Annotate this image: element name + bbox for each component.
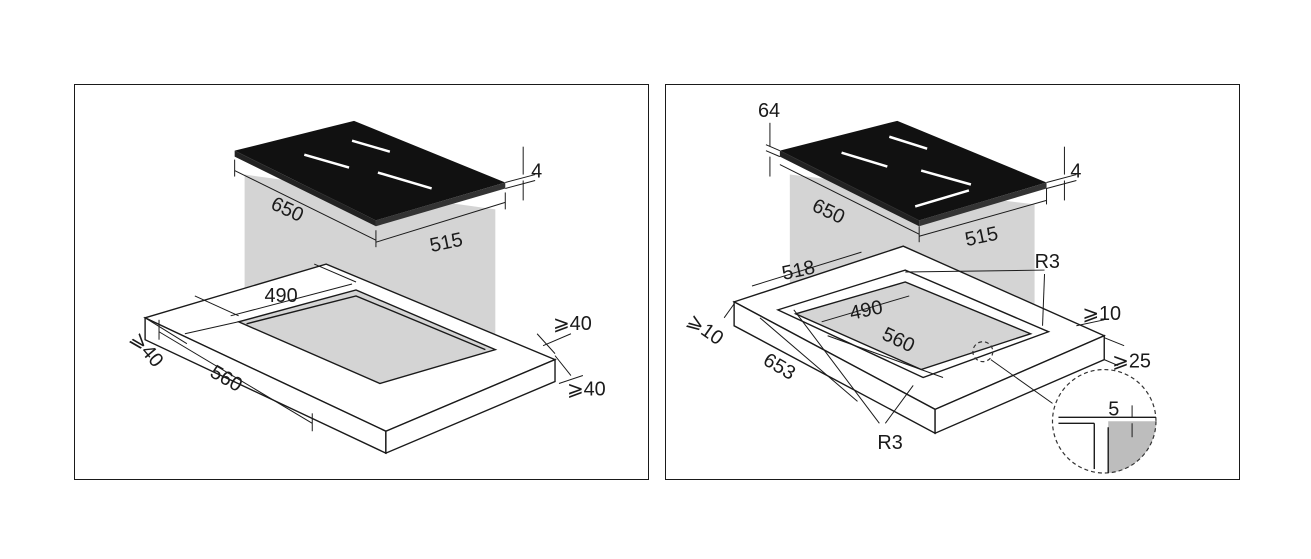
label-min-side: ⩾25 — [1112, 351, 1151, 373]
detail-marker — [972, 341, 994, 363]
cutout — [236, 289, 498, 385]
label-radius-top: R3 — [1035, 251, 1060, 273]
cutout — [793, 281, 1033, 371]
right-diagram-panel: 64 4 650 515 518 653 490 560 R3 R3 ⩾10 ⩾… — [665, 84, 1240, 480]
worktop-side — [385, 358, 556, 455]
hob-front-edge — [779, 150, 920, 227]
hob-front-edge — [234, 150, 376, 227]
label-detail-depth: 5 — [1108, 398, 1119, 420]
right-diagram: 64 4 650 515 518 653 490 560 R3 R3 ⩾10 ⩾… — [683, 100, 1157, 474]
label-min-back: ⩾10 — [1082, 303, 1121, 325]
hob-zone-marks — [841, 135, 972, 208]
hob-glass-top — [779, 120, 1047, 221]
left-diagram-panel: 4 650 515 490 560 ⩾40 ⩾40 ⩾40 — [74, 84, 649, 480]
label-min-front: ⩾10 — [683, 310, 727, 350]
hob-glass-top — [234, 120, 506, 221]
hob-zone-marks — [303, 139, 432, 190]
label-radius-bottom: R3 — [877, 432, 902, 454]
label-side-clearance: ⩾40 — [553, 313, 592, 335]
detail-circle — [1051, 368, 1157, 474]
label-back-clearance: ⩾40 — [567, 378, 606, 400]
label-cutout-width: 490 — [264, 285, 297, 307]
label-top-height: 64 — [758, 100, 780, 122]
detail-fill — [1108, 421, 1156, 474]
hob-side-edge — [919, 182, 1047, 227]
left-diagram: 4 650 515 490 560 ⩾40 ⩾40 ⩾40 — [126, 120, 606, 455]
label-thickness: 4 — [1070, 161, 1081, 183]
label-thickness: 4 — [531, 161, 542, 183]
hob-side-edge — [375, 182, 506, 227]
